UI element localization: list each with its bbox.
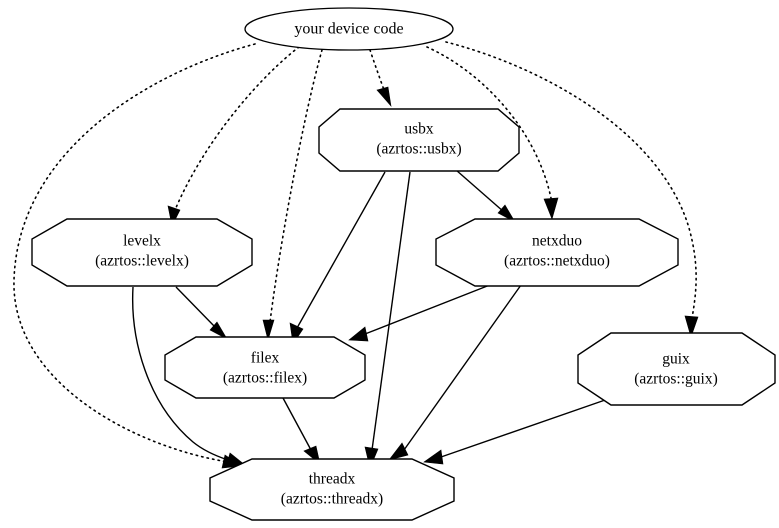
edge-root-netxduo	[426, 46, 559, 220]
edge-root-usbx	[369, 49, 392, 107]
node-levelx-label-line2: (azrtos::levelx)	[95, 253, 189, 270]
node-root-label: your device code	[294, 21, 403, 38]
node-threadx-shape[interactable]	[209, 458, 455, 521]
arrowhead-usbx-netxduo	[497, 204, 516, 223]
node-filex-label-line1: filex	[251, 350, 280, 367]
edge-root-filex	[262, 49, 323, 342]
node-netxduo-shape[interactable]	[435, 218, 679, 287]
node-levelx-shape[interactable]	[31, 218, 253, 287]
arrowhead-root-filex	[262, 319, 275, 342]
node-netxduo[interactable]: netxduo (azrtos::netxduo)	[435, 218, 679, 287]
edge-filex-threadx	[282, 397, 321, 465]
arrowhead-guix-threadx	[423, 449, 444, 465]
node-netxduo-label-line2: (azrtos::netxduo)	[504, 253, 610, 270]
node-usbx-shape[interactable]	[318, 108, 520, 172]
node-filex[interactable]: filex (azrtos::filex)	[164, 336, 366, 399]
node-filex-shape[interactable]	[164, 336, 366, 399]
node-netxduo-label-line1: netxduo	[532, 233, 582, 250]
edge-usbx-filex	[289, 171, 386, 345]
arrowhead-root-netxduo	[543, 197, 559, 220]
node-usbx-label-line1: usbx	[404, 121, 434, 138]
edge-usbx-threadx	[364, 171, 411, 469]
node-root-shape[interactable]	[244, 7, 454, 51]
node-guix-label-line1: guix	[662, 351, 690, 368]
arrowhead-levelx-filex	[209, 321, 228, 340]
edge-netxduo-filex	[348, 280, 501, 342]
node-levelx[interactable]: levelx (azrtos::levelx)	[31, 218, 253, 287]
node-guix-label-line2: (azrtos::guix)	[634, 371, 718, 388]
node-usbx-label-line2: (azrtos::usbx)	[376, 141, 461, 158]
edge-levelx-filex	[175, 286, 228, 340]
node-guix[interactable]: guix (azrtos::guix)	[577, 332, 776, 406]
arrowhead-netxduo-filex	[348, 326, 369, 342]
edge-root-levelx	[167, 46, 300, 227]
node-threadx-label-line1: threadx	[309, 471, 356, 488]
node-root[interactable]: your device code	[244, 7, 454, 51]
node-levelx-label-line1: levelx	[123, 233, 161, 250]
node-filex-label-line2: (azrtos::filex)	[223, 370, 307, 387]
node-usbx[interactable]: usbx (azrtos::usbx)	[318, 108, 520, 172]
edge-root-guix	[445, 41, 699, 338]
arrowhead-root-guix	[684, 315, 699, 338]
node-threadx[interactable]: threadx (azrtos::threadx)	[209, 458, 455, 521]
arrowhead-netxduo-threadx	[388, 442, 409, 461]
arrowhead-root-usbx	[376, 86, 392, 107]
edge-usbx-netxduo	[455, 169, 516, 223]
node-threadx-label-line2: (azrtos::threadx)	[281, 491, 383, 508]
edge-guix-threadx	[423, 398, 609, 465]
node-layer: your device code usbx (azrtos::usbx) lev…	[31, 7, 776, 521]
edge-netxduo-threadx	[388, 284, 522, 461]
node-guix-shape[interactable]	[577, 332, 776, 406]
